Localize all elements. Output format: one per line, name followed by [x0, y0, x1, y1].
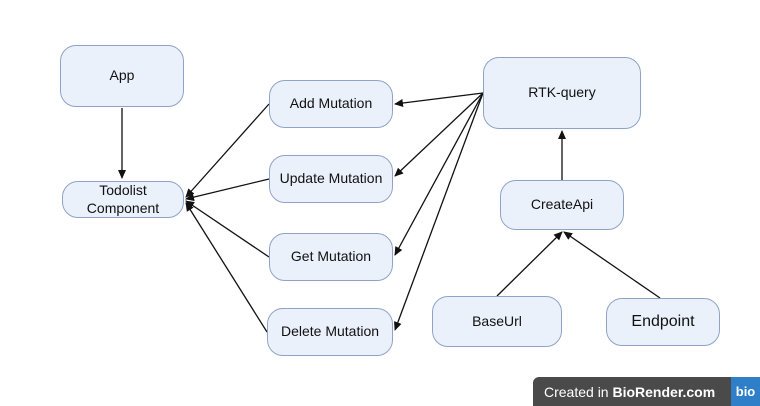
node-endpoint: Endpoint — [606, 298, 720, 346]
badge-prefix: Created in — [544, 383, 609, 400]
node-todolist-label: Todolist Component — [86, 182, 160, 216]
biorender-logo-icon: bio — [731, 377, 760, 406]
arrow-rtk-to-update — [394, 92, 484, 177]
node-rtk-query: RTK-query — [483, 57, 641, 129]
node-get-mutation-label: Get Mutation — [290, 248, 372, 265]
node-rtk-query-label: RTK-query — [528, 84, 596, 101]
node-app: App — [60, 45, 184, 107]
arrow-delete-to-todolist — [185, 202, 268, 333]
arrow-rtk-to-delete — [394, 92, 484, 331]
node-endpoint-label: Endpoint — [631, 313, 695, 330]
badge-text: Created in BioRender.com — [533, 384, 715, 400]
node-update-mutation: Update Mutation — [269, 155, 393, 203]
arrow-rtk-to-add — [394, 92, 484, 107]
node-delete-mutation-label: Delete Mutation — [280, 323, 380, 340]
node-base-url-label: BaseUrl — [472, 312, 522, 329]
arrow-update-to-todolist — [185, 178, 270, 202]
node-create-api-label: CreateApi — [530, 196, 594, 213]
node-delete-mutation: Delete Mutation — [267, 308, 393, 356]
node-base-url: BaseUrl — [432, 296, 562, 347]
badge-brand: BioRender.com — [612, 383, 716, 400]
node-app-label: App — [109, 67, 135, 84]
node-add-mutation-label: Add Mutation — [289, 95, 373, 112]
node-add-mutation: Add Mutation — [269, 80, 393, 128]
biorender-badge[interactable]: Created in BioRender.com bio — [533, 377, 760, 406]
node-todolist-component: Todolist Component — [62, 181, 184, 218]
arrow-endpoint-to-createapi — [563, 231, 661, 299]
arrow-rtk-to-get — [394, 92, 484, 256]
node-create-api: CreateApi — [500, 180, 624, 230]
arrow-get-to-todolist — [185, 200, 270, 258]
node-update-mutation-label: Update Mutation — [279, 170, 383, 187]
arrow-add-to-todolist — [185, 103, 270, 198]
arrow-baseurl-to-createapi — [496, 231, 563, 297]
node-get-mutation: Get Mutation — [269, 233, 393, 281]
